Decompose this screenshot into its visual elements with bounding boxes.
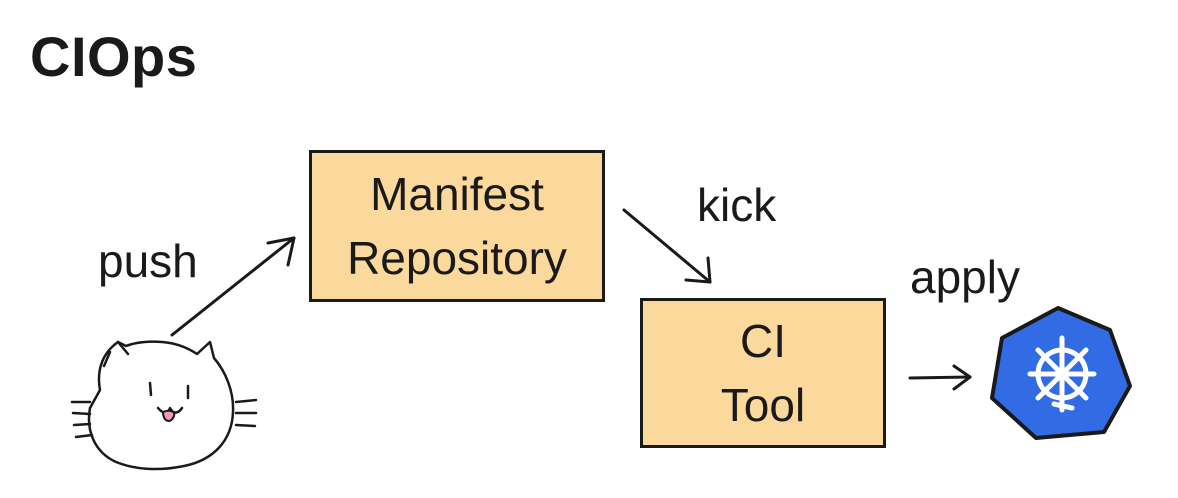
cat-tongue [161,409,176,422]
kubernetes-icon [990,306,1132,440]
ci-tool-box: CI Tool [640,298,886,448]
push-label: push [98,235,198,287]
manifest-repository-line2: Repository [347,232,567,284]
kick-arrow [622,208,712,284]
diagram-title: CIOps [30,25,198,88]
push-arrow [170,236,296,337]
cat-icon [70,340,258,471]
ci-tool-line2: Tool [720,379,806,431]
apply-arrow [908,364,972,391]
apply-label: apply [910,251,1020,303]
kick-label: kick [697,179,777,231]
manifest-repository-line1: Manifest [370,168,544,220]
ci-tool-line1: CI [740,315,786,367]
manifest-repository-box: Manifest Repository [309,150,605,302]
